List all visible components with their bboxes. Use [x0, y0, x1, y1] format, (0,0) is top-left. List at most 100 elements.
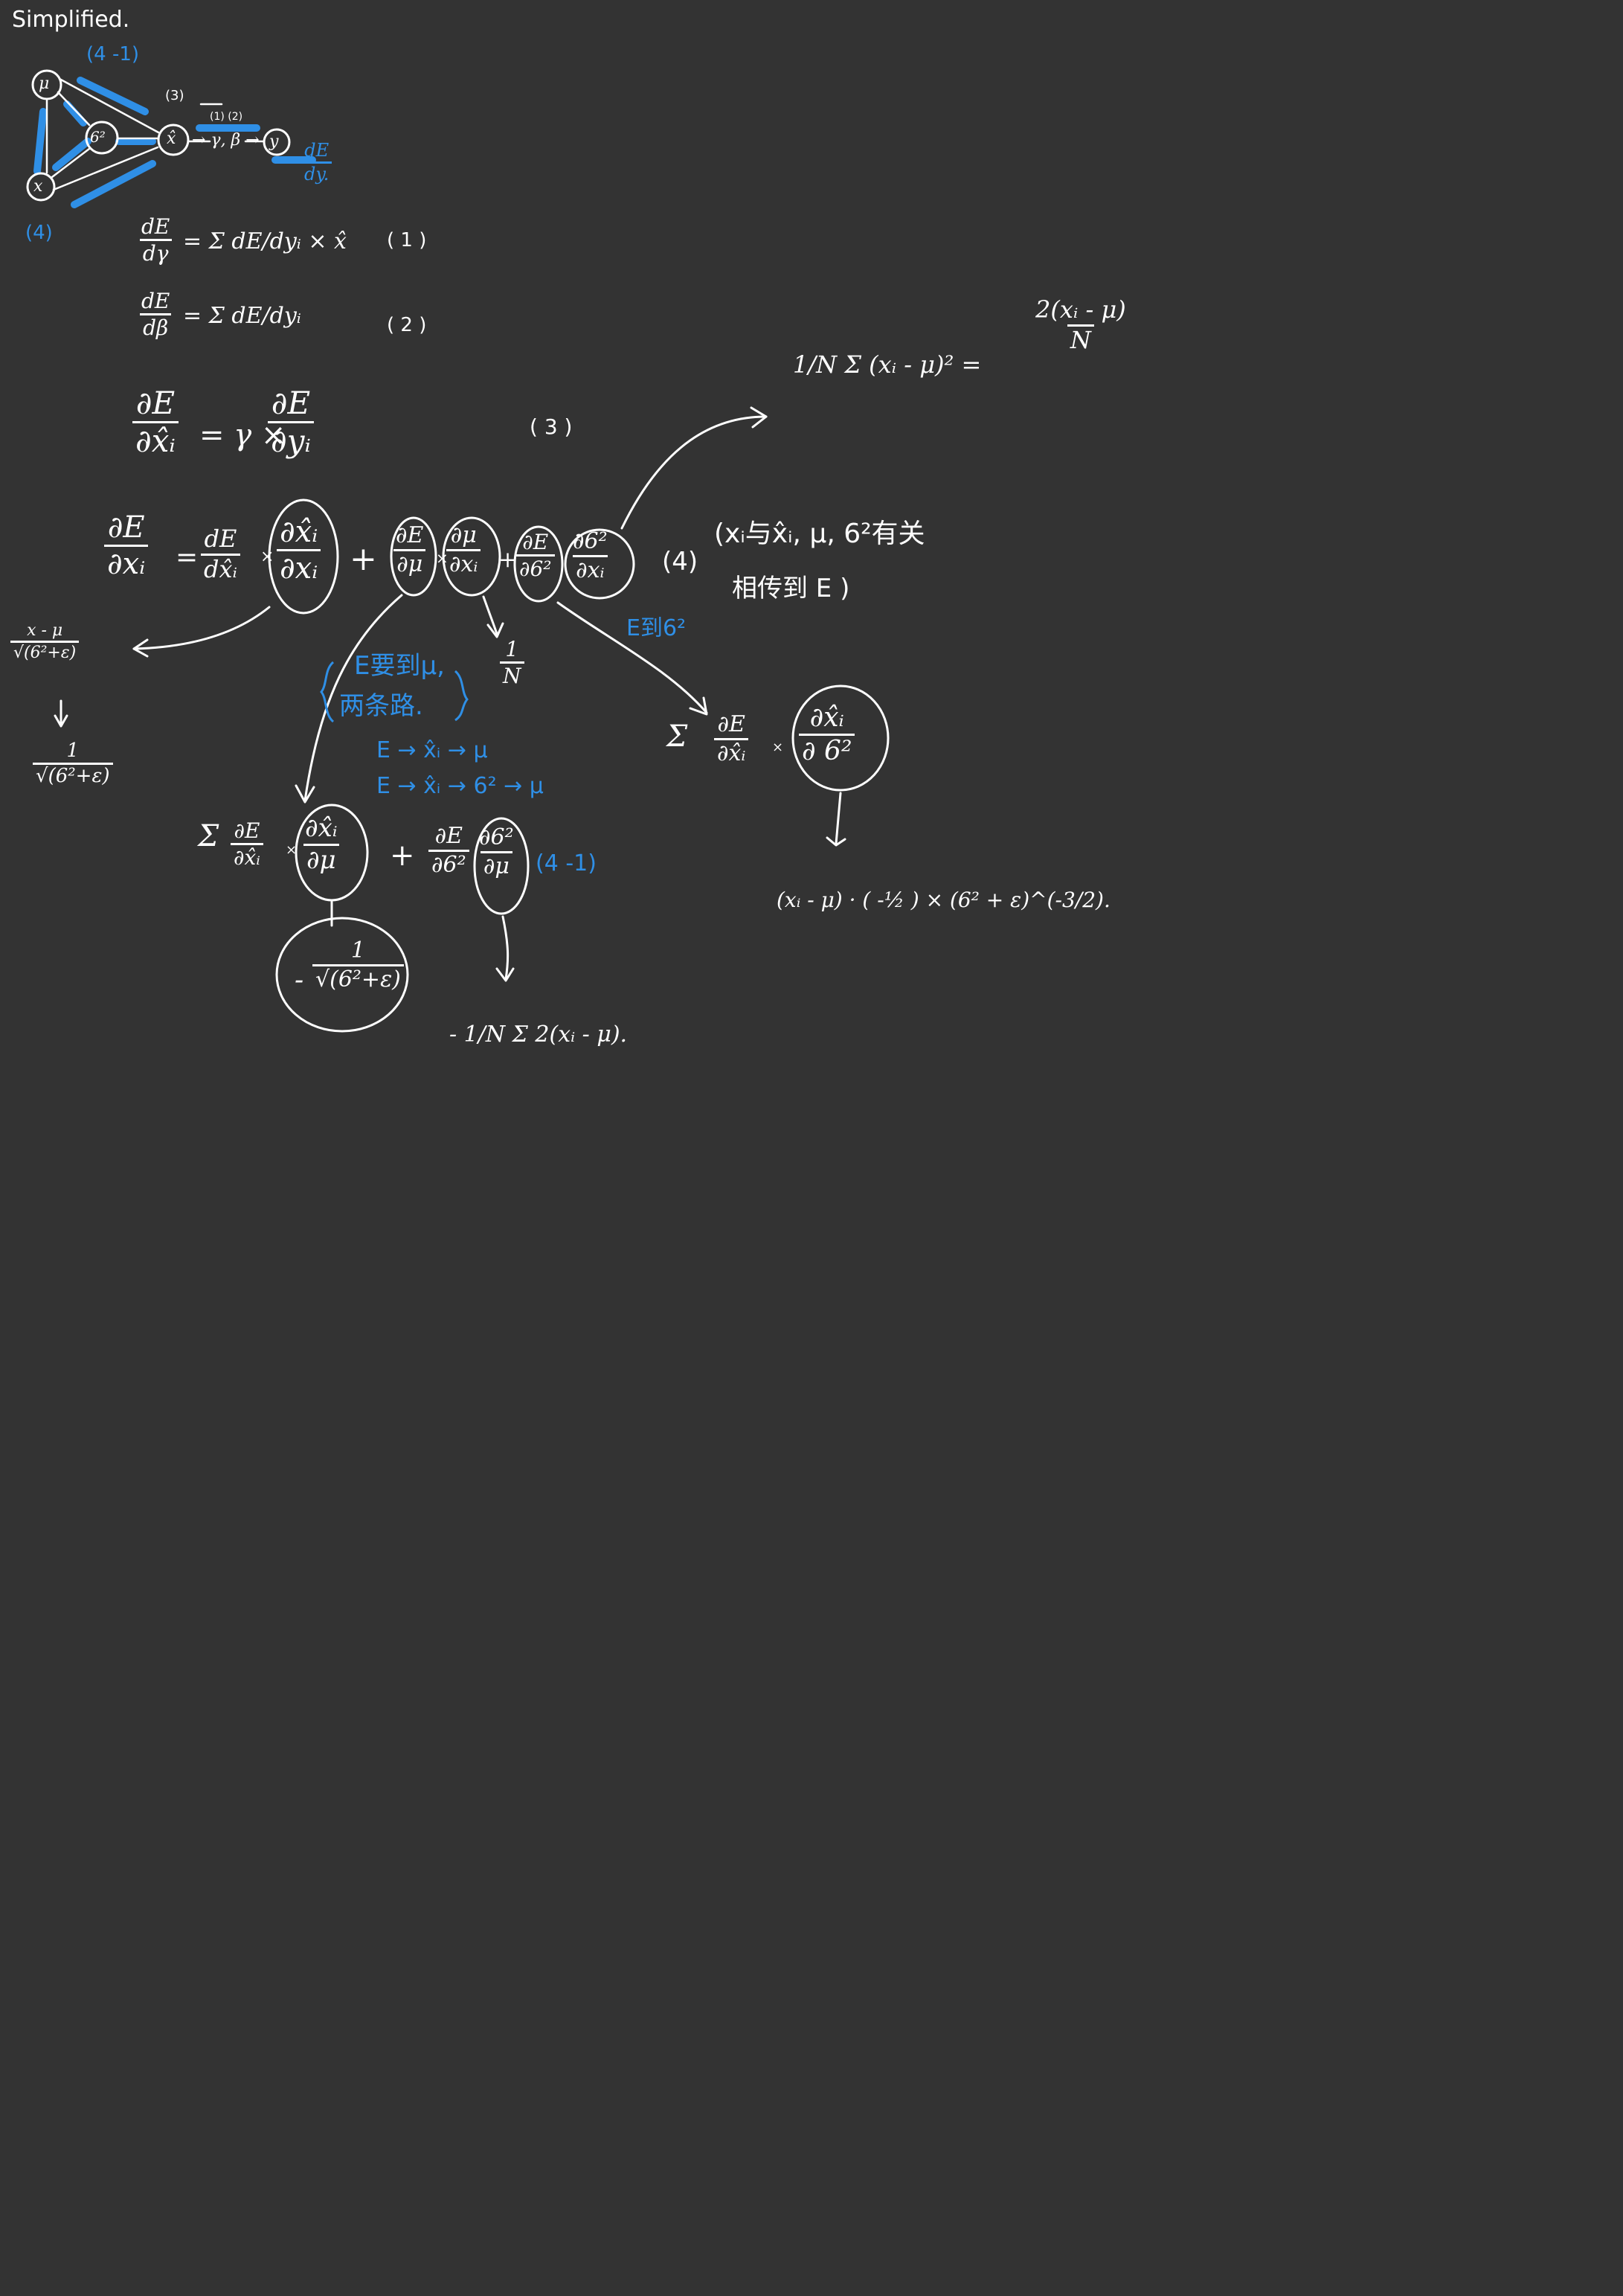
- node-mu-circle: [31, 69, 62, 100]
- eq4-term4-den: ∂xᵢ: [446, 548, 481, 577]
- dE-dmu-term3-num: ∂E: [434, 823, 463, 849]
- eq1-rhs: = Σ dE/dyᵢ × x̂: [183, 228, 347, 254]
- eq4-term5-num: ∂E: [522, 530, 549, 554]
- eq2-label: ( 2 ): [387, 314, 427, 336]
- dxhat-dx-result-num: 1: [66, 740, 80, 762]
- circle-dxhat-dmu: [295, 804, 369, 902]
- node-xhat-circle: [157, 124, 190, 156]
- eq1-lhs-den: dγ: [139, 239, 172, 265]
- dE-dsigma-sum: Σ: [666, 719, 688, 754]
- arrow-to-dsigma-dmu-result: [501, 915, 510, 981]
- dxhat-dmu-result: 1 √(6²+ε): [312, 939, 404, 991]
- eq3-label: ( 3 ): [530, 414, 573, 439]
- dE-dmu-term1: ∂E ∂x̂ᵢ: [231, 820, 263, 869]
- node-xhat-label: x̂: [167, 129, 176, 148]
- dxhat-dx-expression: x - μ √(6²+ε): [10, 622, 80, 661]
- circle-eq4-term2: [268, 498, 339, 615]
- dE-dsigma-term1-den: ∂x̂ᵢ: [714, 737, 749, 766]
- eq4-term6-num: ∂6²: [573, 528, 608, 554]
- circle-eq4-term3: [390, 516, 437, 597]
- eq4-term5: ∂E ∂6²: [516, 531, 555, 580]
- eq3-rhs-frac: ∂E ∂yᵢ: [268, 385, 314, 458]
- eq4-term1-num: dE: [204, 525, 237, 553]
- brace-right: [454, 670, 469, 722]
- note-path-2: E → x̂ᵢ → 6² → μ: [376, 773, 544, 799]
- note-two-paths-sub: 两条路.: [339, 691, 423, 721]
- edge-mu-sigma-blue: [63, 100, 87, 126]
- arrow-to-variance-head: [750, 406, 768, 429]
- dE-dsigma-term2-num: ∂x̂ᵢ: [809, 702, 844, 733]
- dE-dmu-plus: +: [390, 838, 415, 873]
- arrow-to-dsigma-result-head: [826, 836, 846, 847]
- eq4-term5-den: ∂6²: [516, 554, 555, 580]
- edge-mu-sigma: [57, 91, 91, 126]
- variance-derivative-den: N: [1067, 324, 1094, 353]
- eq1-lhs-num: dE: [141, 214, 170, 239]
- edge-x-xhat: [52, 146, 159, 191]
- eq2-lhs-den: dβ: [140, 313, 172, 339]
- eq4-term3-den: ∂μ: [393, 548, 426, 577]
- dsigma-dmu-result: - 1/N Σ 2(xᵢ - μ).: [449, 1022, 628, 1048]
- edge-x-xhat-blue: [71, 160, 156, 208]
- dmu-dx-result-num: 1: [505, 637, 519, 661]
- node-mu-label: μ: [39, 74, 50, 93]
- circle-eq4-term5: [513, 525, 564, 603]
- edge-label-4: (4): [25, 222, 53, 244]
- dE-dmu-term1-den: ∂x̂ᵢ: [231, 843, 263, 869]
- eq4-term1-den: dx̂ᵢ: [201, 553, 240, 583]
- dxhat-dx-result: 1 √(6²+ε): [33, 740, 113, 787]
- blue-annotations: [320, 661, 469, 723]
- node-y-circle: [263, 128, 291, 156]
- node-x-circle: [26, 172, 56, 202]
- eq3-lhs-num: ∂E: [135, 385, 176, 421]
- eq4-lhs-num: ∂E: [107, 510, 145, 545]
- brace-left: [320, 661, 335, 723]
- gamma-beta-label: → γ, β →: [192, 131, 260, 150]
- variance-derivative-num: 2(xᵢ - μ): [1035, 295, 1126, 324]
- circle-dxhat-dmu-result: [275, 917, 409, 1033]
- dE-dsigma-times: ×: [772, 740, 784, 755]
- eq3-rhs-den: ∂yᵢ: [268, 421, 314, 458]
- eq4-term2-den: ∂xᵢ: [277, 549, 321, 584]
- edge-label-1-2: (1) (2): [210, 111, 243, 123]
- arrow-to-xhat-dx: [132, 606, 271, 650]
- arrow-to-dE-dmu-head: [295, 784, 315, 804]
- eq3-lhs-den: ∂x̂ᵢ: [132, 421, 179, 458]
- dE-dmu-term2-den: ∂μ: [303, 843, 339, 874]
- dE-dmu-times-1: ×: [286, 842, 298, 858]
- white-annotations: [54, 406, 890, 1033]
- arrow-left-chain-head: [54, 714, 68, 728]
- eq3-rhs-pre: = γ ×: [199, 418, 286, 452]
- eq4-label: (4): [662, 547, 698, 577]
- blue-edge-strokes: [33, 77, 316, 208]
- dE-dmu-term4-num: ∂6²: [479, 824, 514, 850]
- dE-dmu-term2: ∂x̂ᵢ ∂μ: [302, 815, 341, 873]
- eq4-plus-1: +: [350, 540, 377, 578]
- variance-expression: 1/N Σ (xᵢ - μ)² =: [793, 350, 982, 379]
- eq4-term2: ∂x̂ᵢ ∂xᵢ: [277, 516, 321, 584]
- eq4-term2-num: ∂x̂ᵢ: [280, 515, 318, 549]
- dE-dsigma-term2: ∂x̂ᵢ ∂ 6²: [799, 704, 855, 766]
- dE-dmu-sum: Σ: [198, 819, 219, 853]
- dE-dsigma-term2-den: ∂ 6²: [799, 733, 855, 766]
- note-e-to-sigma: E到6²: [626, 615, 687, 641]
- node-y-label: y: [269, 132, 279, 151]
- eq3-rhs-num: ∂E: [271, 385, 311, 421]
- eq1-lhs: dE dγ: [138, 216, 173, 265]
- output-gradient-num: dE: [304, 140, 330, 161]
- circle-dxhat-dsigma: [791, 684, 890, 792]
- edge-x-sigma-blue: [52, 138, 91, 171]
- page-title: Simplified.: [12, 7, 130, 33]
- circle-dsigma-dmu: [473, 817, 530, 915]
- arrow-to-dE-dsigma-head: [689, 696, 708, 716]
- dxhat-dmu-result-den: √(6²+ε): [312, 963, 404, 992]
- eq4-lhs-den: ∂xᵢ: [104, 545, 149, 580]
- eq4-term1: dE dx̂ᵢ: [201, 525, 240, 583]
- eq4-term6: ∂6² ∂xᵢ: [570, 530, 611, 582]
- arrow-to-dsigma-dmu-result-head: [495, 967, 515, 982]
- arrow-to-dE-dsigma: [556, 601, 708, 714]
- dE-dmu-label: (4 -1): [536, 850, 597, 876]
